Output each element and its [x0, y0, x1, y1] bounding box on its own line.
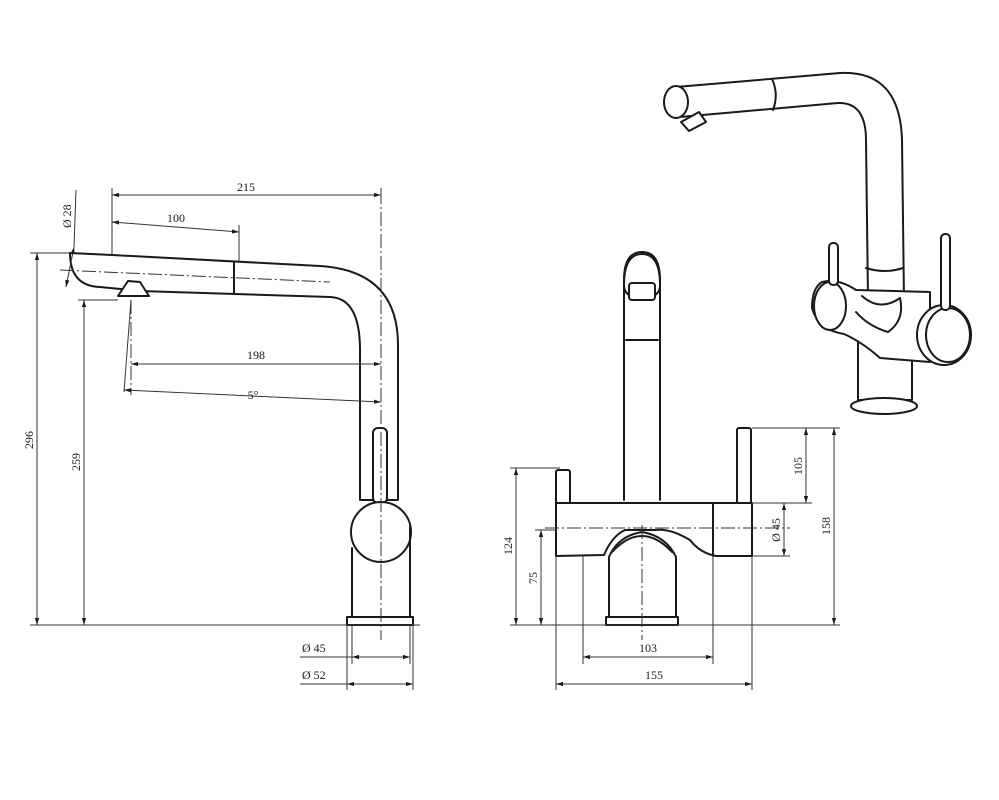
angle-ref-line [123, 299, 132, 393]
dim-line-28 [65, 246, 75, 288]
persp-body-wave [855, 295, 903, 333]
dim-overall-reach: 215 [237, 180, 255, 194]
side-base [346, 616, 414, 626]
dim-line-angle [123, 388, 382, 404]
side-view: 215 100 Ø 28 198 5° 296 259 Ø 45 [22, 180, 420, 690]
front-view: 124 75 103 155 105 Ø 45 158 [501, 251, 840, 690]
persp-column-seam [865, 267, 904, 272]
dim-body-dia: Ø 45 [302, 641, 326, 655]
persp-lever-left [828, 242, 839, 286]
persp-spout-inner [679, 101, 869, 301]
persp-spout-end [663, 85, 689, 119]
front-spout-outlet [628, 282, 656, 301]
side-aerator [117, 280, 150, 297]
persp-spout-outer [675, 71, 905, 301]
side-centerline-spout [59, 269, 331, 283]
persp-left-handle [813, 281, 847, 331]
dim-outlet-height: 75 [526, 572, 540, 584]
perspective-view [663, 71, 972, 415]
dim-lever-height: 105 [791, 457, 805, 475]
dim-angle: 5° [248, 388, 259, 402]
leader-28 [73, 189, 77, 248]
dim-spout-dia: Ø 28 [60, 204, 74, 228]
dim-spout-height: 259 [69, 453, 83, 471]
dim-handle-length: 100 [167, 211, 185, 225]
dim-spout-reach: 198 [247, 348, 265, 362]
dim-center-distance: 103 [639, 641, 657, 655]
dim-total-height: 296 [22, 431, 36, 449]
dim-base-dia: Ø 52 [302, 668, 326, 682]
side-lever [372, 427, 388, 504]
dim-line-100 [111, 220, 240, 234]
front-body [555, 502, 753, 557]
dim-overall-width: 155 [645, 668, 663, 682]
side-spout-body [69, 252, 399, 501]
persp-aerator [680, 111, 707, 132]
front-lever-left [555, 469, 571, 507]
dim-overall-height: 158 [819, 517, 833, 535]
front-lever-right [736, 427, 752, 507]
persp-pullout-seam [771, 78, 777, 111]
dim-handle-dia: Ø 45 [769, 518, 783, 542]
persp-base [850, 397, 918, 415]
dim-body-height: 124 [501, 537, 515, 555]
persp-lever-right [940, 233, 951, 311]
